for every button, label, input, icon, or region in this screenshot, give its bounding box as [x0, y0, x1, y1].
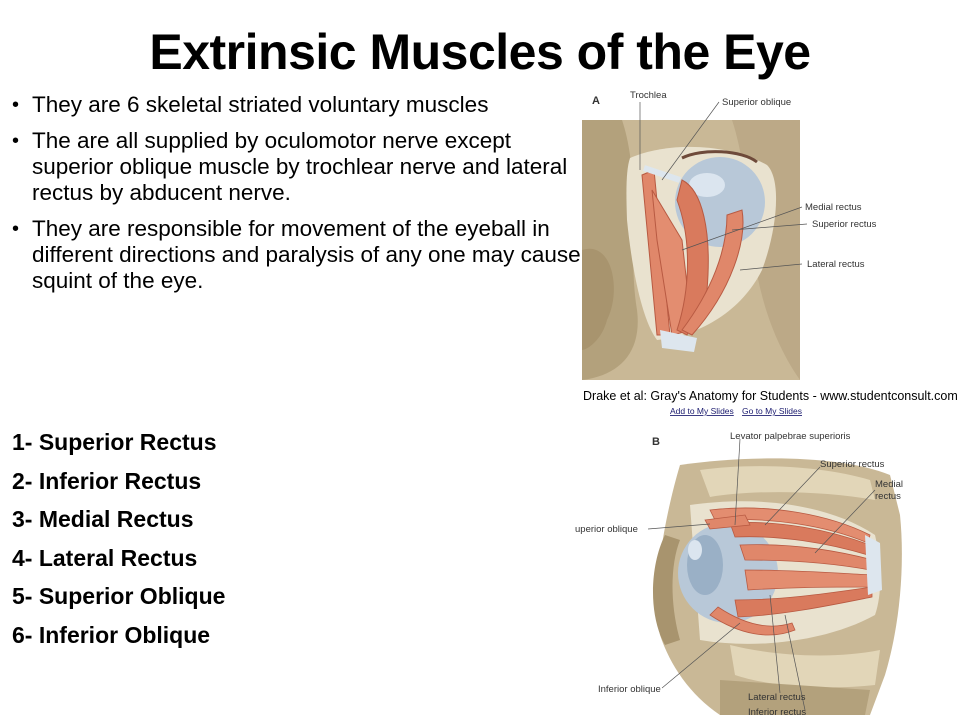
muscle-item: 2- Inferior Rectus: [12, 467, 202, 494]
muscle-list: 1- Superior Rectus 2- Inferior Rectus 3-…: [12, 423, 552, 654]
bullet-item: • They are 6 skeletal striated voluntary …: [12, 92, 582, 118]
label-lateral-rectus: Lateral rectus: [748, 692, 806, 703]
muscle-item: 1- Superior Rectus: [12, 429, 217, 455]
bullet-text: The are all supplied by oculomotor nerve…: [32, 128, 568, 205]
bullet-item: • The are all supplied by oculomotor nerv…: [12, 128, 582, 206]
superior-oblique-muscle: [704, 514, 751, 530]
label-superior-oblique: uperior oblique: [575, 524, 638, 535]
label-medial-line2: rectus: [875, 491, 901, 502]
inferior-rectus-muscle: [734, 586, 873, 618]
label-superior-oblique: Superior oblique: [722, 97, 791, 108]
orbit-lateral-view-figure: B Levator palpebrae superioris Superior …: [575, 431, 903, 718]
figure-b-letter: B: [652, 436, 660, 448]
orbit-superior-view-figure: A Trochlea Superior oblique Medial rectu…: [582, 90, 958, 416]
label-medial-rectus: Medial rectus: [805, 202, 862, 213]
label-medial-line1: Medial: [875, 479, 903, 490]
label-superior-rectus: Superior rectus: [812, 219, 877, 230]
bullet-dot: •: [12, 94, 20, 116]
bullet-item: • They are responsible for movement of th…: [12, 216, 582, 294]
bullet-dot: •: [12, 130, 20, 152]
label-inferior-oblique: Inferior oblique: [598, 684, 661, 695]
go-to-my-slides-link[interactable]: Go to My Slides: [742, 406, 802, 416]
bullet-text: They are responsible for movement of the…: [32, 216, 581, 293]
figure-a-letter: A: [592, 95, 600, 107]
muscle-item: 3- Medial Rectus: [12, 506, 194, 532]
label-trochlea: Trochlea: [630, 90, 667, 101]
bullet-dot: •: [12, 218, 20, 240]
inferior-oblique-muscle: [709, 606, 796, 636]
muscle-item: 5- Superior Oblique: [12, 583, 226, 609]
label-inferior-rectus: Inferior rectus: [748, 707, 806, 718]
label-lateral-rectus: Lateral rectus: [807, 259, 865, 270]
label-superior-rectus: Superior rectus: [820, 459, 885, 470]
muscle-item: 4- Lateral Rectus: [12, 544, 198, 571]
label-levator: Levator palpebrae superioris: [730, 431, 851, 442]
slide-title: Extrinsic Muscles of the Eye: [149, 24, 811, 80]
superior-rectus-muscle: [676, 179, 709, 336]
figure-credit: Drake et al: Gray's Anatomy for Students…: [583, 389, 958, 403]
bullet-text: They are 6 skeletal striated voluntary m…: [32, 92, 489, 117]
lateral-rectus-muscle: [681, 209, 744, 336]
muscle-item: 6- Inferior Oblique: [12, 621, 211, 648]
bullet-list: • They are 6 skeletal striated voluntary …: [12, 92, 582, 304]
add-to-my-slides-link[interactable]: Add to My Slides: [670, 406, 734, 416]
